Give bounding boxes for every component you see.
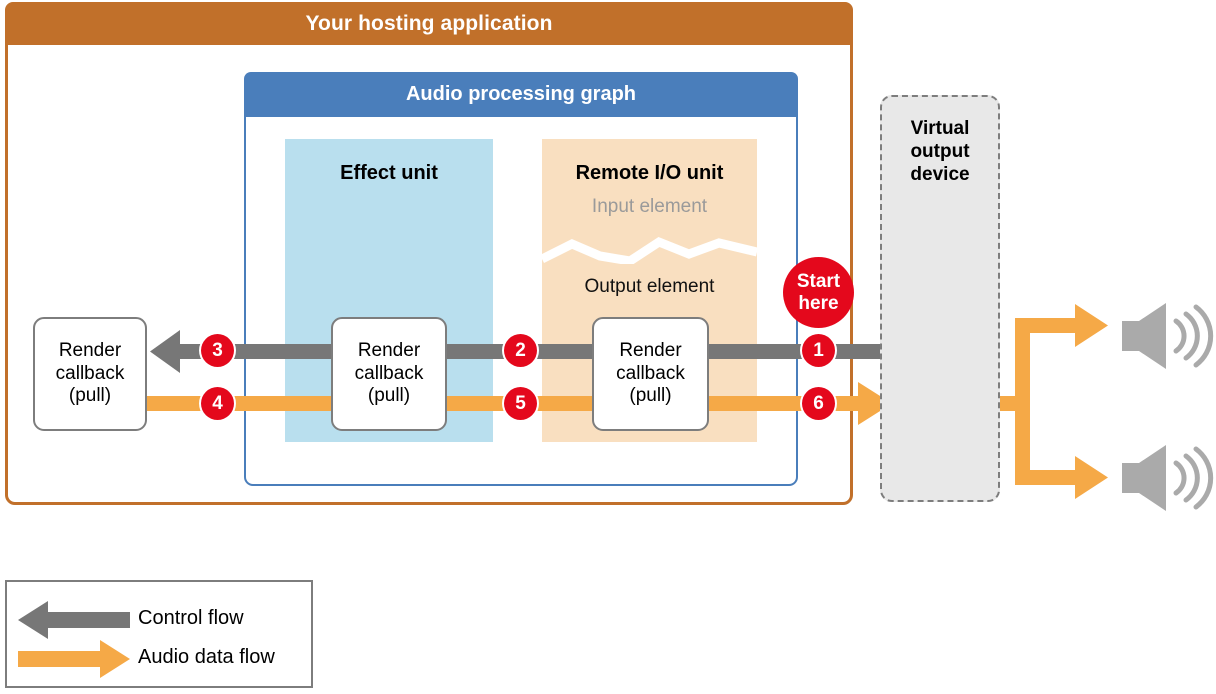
hosting-application-header: Your hosting application xyxy=(5,2,853,45)
effect-render-callback-line3: (pull) xyxy=(367,385,411,407)
app-render-callback-line1: Render xyxy=(58,340,122,362)
start-here-line1: Start xyxy=(796,271,841,293)
app-render-callback-line2: callback xyxy=(55,362,125,384)
legend-control-flow-label: Control flow xyxy=(138,607,244,629)
app-render-callback-box: Render callback (pull) xyxy=(33,317,147,431)
virtual-output-device-line1: Virtual xyxy=(910,118,970,139)
io-render-callback-line1: Render xyxy=(619,340,682,362)
start-here-line2: here xyxy=(798,292,839,314)
audio-processing-graph-title: Audio processing graph xyxy=(405,83,637,105)
audio-flow-bar-app-to-effect xyxy=(140,396,334,411)
legend-audio-flow-arrow-icon xyxy=(18,640,130,678)
virtual-output-device-label: Virtual output device xyxy=(880,118,1000,186)
step-badge-2: 2 xyxy=(504,334,537,367)
hosting-application-title: Your hosting application xyxy=(305,11,553,35)
step-badge-3: 3 xyxy=(201,334,234,367)
io-render-callback-box: Render callback (pull) xyxy=(592,317,709,431)
step-badge-4: 4 xyxy=(201,387,234,420)
legend-box xyxy=(5,580,313,688)
start-here-badge: Start here xyxy=(783,257,854,328)
virtual-output-device-box xyxy=(880,95,1000,502)
step-badge-6: 6 xyxy=(802,387,835,420)
control-flow-bar-device-to-io xyxy=(709,344,890,359)
step-badge-5: 5 xyxy=(504,387,537,420)
input-element-label: Input element xyxy=(591,196,708,217)
audio-processing-graph-header: Audio processing graph xyxy=(244,72,798,117)
speaker-top-icon xyxy=(1122,303,1214,369)
effect-unit-title: Effect unit xyxy=(340,162,438,184)
torn-edge-divider-icon xyxy=(542,236,757,264)
virtual-output-device-line3: device xyxy=(910,163,970,185)
audio-flow-arrow-io-to-device xyxy=(706,382,892,425)
effect-render-callback-line1: Render xyxy=(357,340,421,362)
legend-audio-flow-label: Audio data flow xyxy=(138,646,275,668)
step-badge-1: 1 xyxy=(802,334,835,367)
effect-render-callback-box: Render callback (pull) xyxy=(331,317,447,431)
effect-render-callback-line2: callback xyxy=(354,362,424,384)
io-render-callback-line2: callback xyxy=(616,362,685,384)
io-render-callback-line3: (pull) xyxy=(629,385,672,407)
speaker-output-branch-arrows xyxy=(1000,304,1108,499)
output-element-label: Output element xyxy=(584,276,715,297)
remote-io-unit-title: Remote I/O unit xyxy=(575,162,724,184)
speaker-bottom-icon xyxy=(1122,445,1214,511)
app-render-callback-line3: (pull) xyxy=(68,385,112,407)
legend-control-flow-arrow-icon xyxy=(18,601,130,639)
virtual-output-device-line2: output xyxy=(910,140,970,162)
control-flow-arrow-effect-to-app xyxy=(150,330,332,373)
